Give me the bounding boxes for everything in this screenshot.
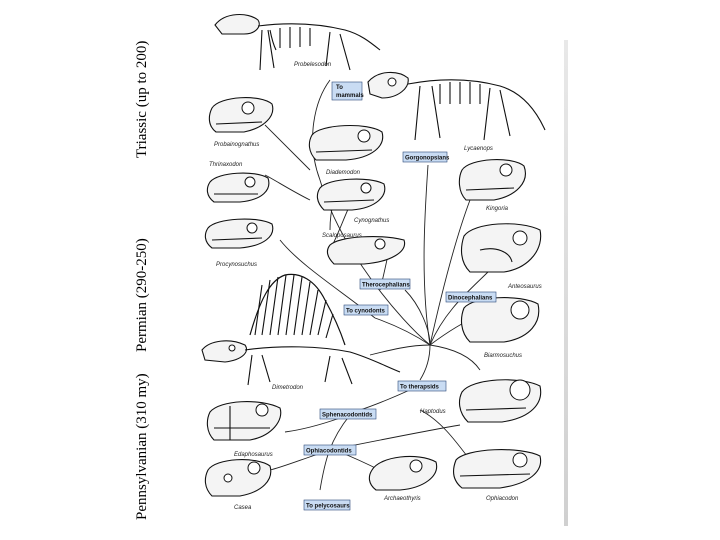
biarmosuchus-skull: [460, 297, 540, 343]
taxon-label-probelesodon: Probelesodon: [294, 62, 332, 68]
thrinaxodon-skull: [206, 172, 270, 203]
group-label-to-pelycosaurs: To pelycosaurs: [306, 504, 350, 510]
taxon-label-procynosuchus: Procynosuchus: [216, 262, 257, 268]
casea-skull: [204, 459, 272, 497]
group-box-ophiacodontids: Ophiacodontids: [303, 444, 357, 456]
lycaenops-skeleton: [367, 71, 546, 141]
branch-ophiacodon: [419, 409, 471, 461]
ophiacodon-skull: [452, 449, 542, 489]
taxon-label-kingoria: Kingoria: [486, 206, 509, 212]
edaphosaurus-skull: [206, 401, 282, 441]
cynognathus-skull: [316, 178, 386, 211]
taxon-label-diademodon: Diademodon: [326, 170, 361, 176]
diademodon-skull: [308, 124, 384, 161]
group-label-gorgonopsians: Gorgonopsians: [405, 156, 450, 162]
branch-dimetrodon: [369, 344, 431, 356]
group-label-to-mammals-line1: To: [336, 85, 343, 91]
taxon-label-archaeothyris: Archaeothyris: [383, 496, 421, 502]
group-label-therocephalians: Therocephalians: [362, 283, 410, 289]
branch-therocephalians: [404, 289, 431, 346]
taxon-label-scaloposaurus: Scaloposaurus: [322, 233, 362, 239]
branch-kingoria: [429, 199, 471, 346]
branch-to-cynodonts: [374, 317, 431, 346]
haptodus-skull: [458, 379, 542, 423]
taxon-label-haptodus: Haptodus: [420, 409, 446, 415]
dimetrodon-skeleton: [201, 273, 401, 386]
group-box-dinocephalians: Dinocephalians: [445, 291, 497, 303]
taxon-labels: Probelesodon Probainognathus Thrinaxodon…: [209, 62, 542, 511]
taxon-label-edaphosaurus: Edaphosaurus: [234, 452, 273, 458]
group-box-sphenacodontids: Sphenacodontids: [319, 408, 377, 420]
group-box-gorgonopsians: Gorgonopsians: [402, 151, 450, 163]
anteosaurus-skull: [460, 223, 542, 273]
procynosuchus-skull: [204, 218, 274, 249]
branch-gorgonopsians: [423, 164, 431, 346]
branch-biarmosuchus: [429, 344, 481, 371]
group-box-therocephalians: Therocephalians: [359, 278, 410, 290]
probelesodon-skeleton: [214, 14, 381, 71]
group-label-sphenacodontids: Sphenacodontids: [322, 413, 373, 419]
branch-edaphosaurus: [284, 417, 341, 433]
taxon-label-casea: Casea: [234, 505, 252, 511]
group-box-to-therapsids: To therapsids: [397, 380, 447, 392]
group-label-dinocephalians: Dinocephalians: [448, 296, 493, 302]
archaeothyris-skull: [368, 455, 438, 491]
group-label-to-therapsids: To therapsids: [400, 385, 440, 391]
kingoria-skull: [458, 159, 526, 201]
taxon-label-lycaenops: Lycaenops: [464, 146, 493, 152]
group-label-to-mammals-line2: mammals: [336, 93, 364, 99]
probainognathus-skull: [208, 97, 274, 133]
group-label-ophiacodontids: Ophiacodontids: [306, 449, 352, 455]
taxon-label-ophiacodon: Ophiacodon: [486, 496, 519, 502]
branch-probainognathus: [264, 124, 311, 171]
taxon-label-anteosaurus: Anteosaurus: [507, 284, 542, 290]
taxon-label-biarmosuchus: Biarmosuchus: [484, 353, 522, 359]
taxon-label-thrinaxodon: Thrinaxodon: [209, 162, 243, 168]
scaloposaurus-skull: [326, 236, 406, 265]
group-box-to-mammals: To mammals: [331, 81, 364, 101]
branch-thrinaxodon: [264, 174, 311, 201]
taxon-label-cynognathus: Cynognathus: [354, 218, 389, 224]
taxon-label-probainognathus: Probainognathus: [214, 142, 259, 148]
branch-to-therapsids: [419, 344, 431, 381]
group-box-to-cynodonts: To cynodonts: [343, 304, 389, 316]
taxon-label-dimetrodon: Dimetrodon: [272, 385, 304, 391]
group-box-to-pelycosaurs: To pelycosaurs: [303, 499, 351, 511]
group-label-to-cynodonts: To cynodonts: [346, 309, 386, 315]
